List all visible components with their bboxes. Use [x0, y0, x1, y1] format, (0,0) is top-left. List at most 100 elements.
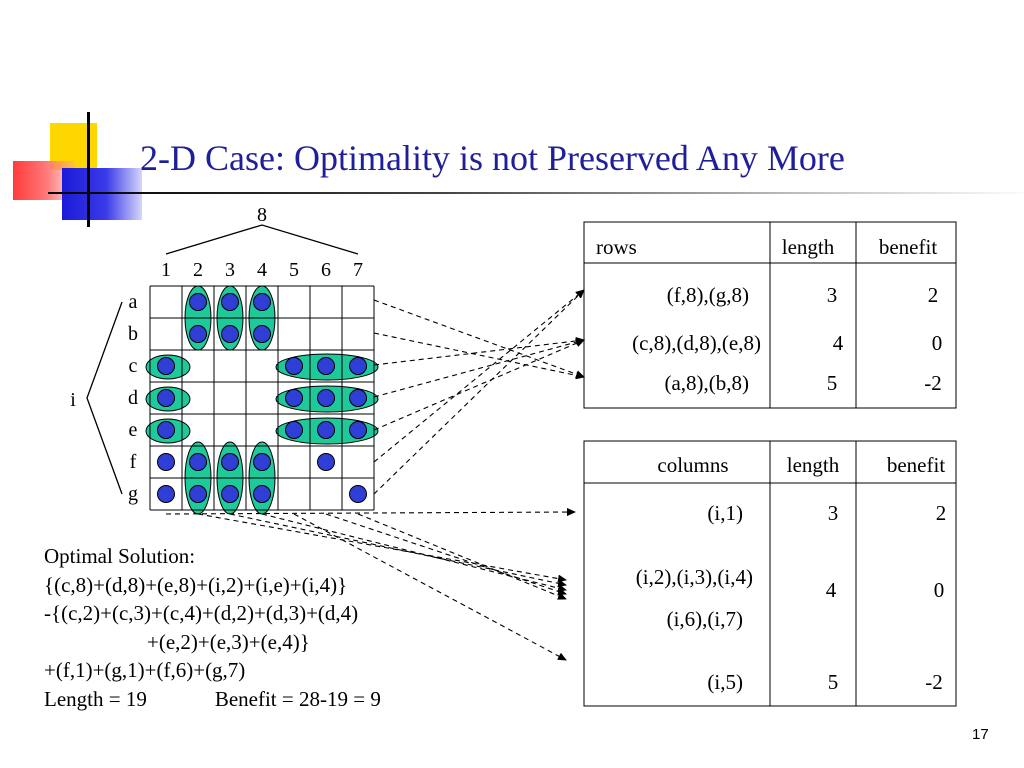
mapping-arrow: [373, 289, 585, 495]
row-label: c: [129, 355, 138, 377]
top-brace: [165, 224, 359, 255]
rows-length: 3: [827, 283, 838, 307]
rows-entry: (c,8),(d,8),(e,8): [632, 331, 761, 355]
data-point: [157, 357, 175, 375]
mapping-arrow: [357, 513, 567, 600]
length-total: Length = 19: [44, 686, 147, 711]
data-point: [253, 325, 271, 343]
rows-length: 4: [833, 331, 844, 355]
solution-line: -{(c,2)+(c,3)+(c,4)+(d,2)+(d,3)+(d,4): [44, 601, 359, 625]
row-label: a: [129, 291, 138, 313]
columns-length: 5: [828, 670, 839, 694]
mapping-arrows: [165, 289, 585, 661]
solution-line: {(c,8)+(d,8)+(e,8)+(i,2)+(i,e)+(i,4)}: [44, 572, 348, 597]
side-brace: [86, 301, 123, 495]
data-point: [349, 389, 367, 407]
mapping-arrow: [373, 338, 585, 398]
column-labels: 1 2 3 4 5 6 7: [161, 259, 363, 281]
rows-benefit: 2: [928, 283, 939, 307]
column-label: 2: [193, 259, 203, 281]
columns-length: 4: [826, 578, 837, 602]
rows-entry: (f,8),(g,8): [667, 283, 749, 307]
solution-summary: Length = 19 Benefit = 28-19 = 9: [44, 685, 381, 714]
highlight-groups: [145, 285, 379, 515]
data-point: [285, 357, 303, 375]
mapping-arrow: [373, 332, 585, 380]
columns-entry: (i,1): [707, 501, 743, 525]
rows-header: rows: [596, 235, 637, 259]
optimal-solution: Optimal Solution: {(c,8)+(d,8)+(e,8)+(i,2…: [44, 542, 381, 713]
data-point: [157, 485, 175, 503]
column-label: 6: [321, 259, 331, 281]
data-point: [317, 357, 335, 375]
rows-table: rows length benefit (f,8),(g,8) 3 2 (c,8…: [583, 221, 957, 409]
columns-header: columns: [657, 453, 728, 477]
mapping-arrow: [229, 513, 567, 588]
length-header: length: [782, 235, 835, 259]
benefit-total: Benefit = 28-19 = 9: [214, 686, 381, 711]
column-label: 3: [225, 259, 235, 281]
column-label: 5: [289, 259, 299, 281]
column-label: 7: [353, 259, 363, 281]
data-point: [221, 325, 239, 343]
columns-entry: (i,2),(i,3),(i,4): [636, 565, 753, 589]
length-header: length: [787, 453, 840, 477]
data-point: [221, 293, 239, 311]
mapping-arrow: [373, 336, 585, 366]
data-point: [189, 453, 207, 471]
data-point: [317, 453, 335, 471]
side-label-i: i: [70, 389, 76, 411]
decorative-vertical-line: [87, 112, 90, 227]
columns-entry: (i,6),(i,7): [667, 607, 743, 631]
mapping-arrow: [373, 299, 585, 379]
data-point: [157, 389, 175, 407]
top-label-8: 8: [257, 204, 267, 226]
mapping-arrow: [373, 339, 585, 431]
row-label: d: [128, 387, 138, 409]
data-point: [253, 293, 271, 311]
columns-table: columns length benefit (i,1) 3 2 (i,2),(…: [583, 440, 957, 707]
column-label: 1: [161, 259, 171, 281]
column-label: 4: [257, 259, 267, 281]
rows-benefit: 0: [932, 331, 943, 355]
rows-benefit: -2: [924, 371, 942, 395]
columns-entry: (i,5): [707, 670, 743, 694]
row-label: g: [128, 483, 138, 505]
slide-number: 17: [972, 726, 989, 743]
data-point: [349, 357, 367, 375]
columns-benefit: 0: [934, 578, 945, 602]
data-point: [349, 421, 367, 439]
data-point: [189, 485, 207, 503]
data-point: [157, 453, 175, 471]
columns-benefit: 2: [936, 501, 947, 525]
data-point: [189, 293, 207, 311]
data-point: [349, 485, 367, 503]
row-label: e: [129, 419, 138, 441]
mapping-arrow: [293, 513, 567, 661]
data-points: [157, 293, 367, 503]
data-point: [253, 485, 271, 503]
solution-heading: Optimal Solution:: [44, 544, 196, 568]
rows-length: 5: [827, 371, 838, 395]
row-label: b: [128, 323, 138, 345]
row-label: f: [130, 451, 137, 473]
data-point: [221, 485, 239, 503]
page-title: 2-D Case: Optimality is not Preserved An…: [140, 138, 845, 178]
data-point: [253, 453, 271, 471]
columns-length: 3: [828, 501, 839, 525]
rows-entry: (a,8),(b,8): [664, 371, 749, 395]
row-labels: a b c d e f g: [128, 291, 138, 505]
decorative-blue-bar: [62, 168, 142, 220]
solution-line: +(f,1)+(g,1)+(f,6)+(g,7): [44, 658, 246, 682]
data-point: [189, 325, 207, 343]
mapping-arrow: [325, 513, 567, 596]
data-point: [157, 421, 175, 439]
benefit-header: benefit: [887, 453, 945, 477]
grid: [149, 285, 375, 511]
title-underline: [48, 192, 1024, 194]
columns-benefit: -2: [925, 670, 943, 694]
mapping-arrow: [373, 289, 585, 463]
benefit-header: benefit: [879, 235, 937, 259]
data-point: [285, 389, 303, 407]
